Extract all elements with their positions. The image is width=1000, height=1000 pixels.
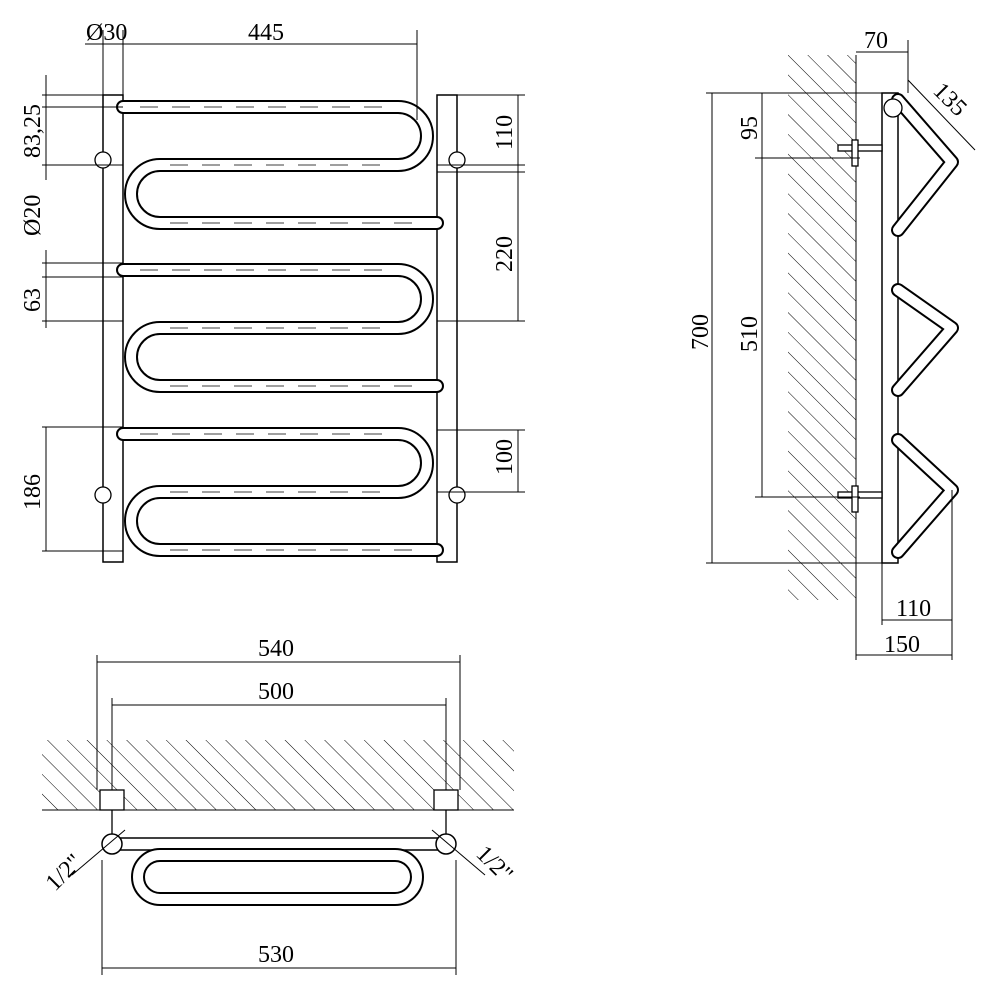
dim-top-offset: 83,25	[20, 104, 46, 158]
side-top-tube-circle	[883, 98, 903, 118]
dim-height: 700	[688, 314, 714, 350]
top-right-pipe-circle	[435, 833, 457, 855]
top-loop	[131, 848, 424, 906]
dim-bracket-spacing: 510	[737, 316, 763, 352]
top-view: 540 500 1/2" 1/2" 530	[41, 636, 518, 975]
dim-bottom-span: 186	[20, 474, 46, 510]
dim-bottom-pitch: 100	[492, 439, 518, 475]
side-dimensions	[706, 40, 976, 660]
front-brackets	[94, 151, 466, 504]
dim-loop-gap: 63	[20, 288, 46, 312]
side-zigzag	[891, 93, 959, 559]
side-collector	[881, 92, 899, 564]
dim-pipe-left: 1/2"	[41, 849, 88, 896]
side-wall-hatch	[788, 55, 856, 600]
dim-collector-spacing: 445	[248, 20, 284, 46]
dim-depth-inner: 110	[896, 596, 931, 622]
top-dimensions	[71, 655, 486, 975]
top-left-pipe-circle	[101, 833, 123, 855]
dim-collector-diameter: Ø30	[86, 20, 127, 46]
dim-depth-total: 150	[884, 632, 920, 658]
dim-pipe-right: 1/2"	[471, 841, 518, 888]
serpentine-tube	[116, 100, 444, 557]
dim-axis-width: 500	[258, 679, 294, 705]
side-brackets	[837, 139, 883, 513]
dim-bend-radius: 135	[928, 78, 972, 122]
dim-tube-diameter: Ø20	[20, 195, 46, 236]
front-dimensions	[42, 30, 525, 552]
left-collector	[102, 94, 124, 563]
dim-top-pitch: 110	[492, 115, 518, 150]
dim-outer-width: 540	[258, 636, 294, 662]
front-view: Ø30 445 83,25 Ø20 63 186 110 220 100	[20, 20, 525, 563]
dim-wall-depth: 70	[864, 28, 888, 54]
dim-loop-pitch: 220	[492, 236, 518, 272]
dim-bracket-top: 95	[737, 116, 763, 140]
dim-total-width: 530	[258, 942, 294, 968]
side-view: 70 135 95 700 510 110 150	[688, 28, 976, 660]
